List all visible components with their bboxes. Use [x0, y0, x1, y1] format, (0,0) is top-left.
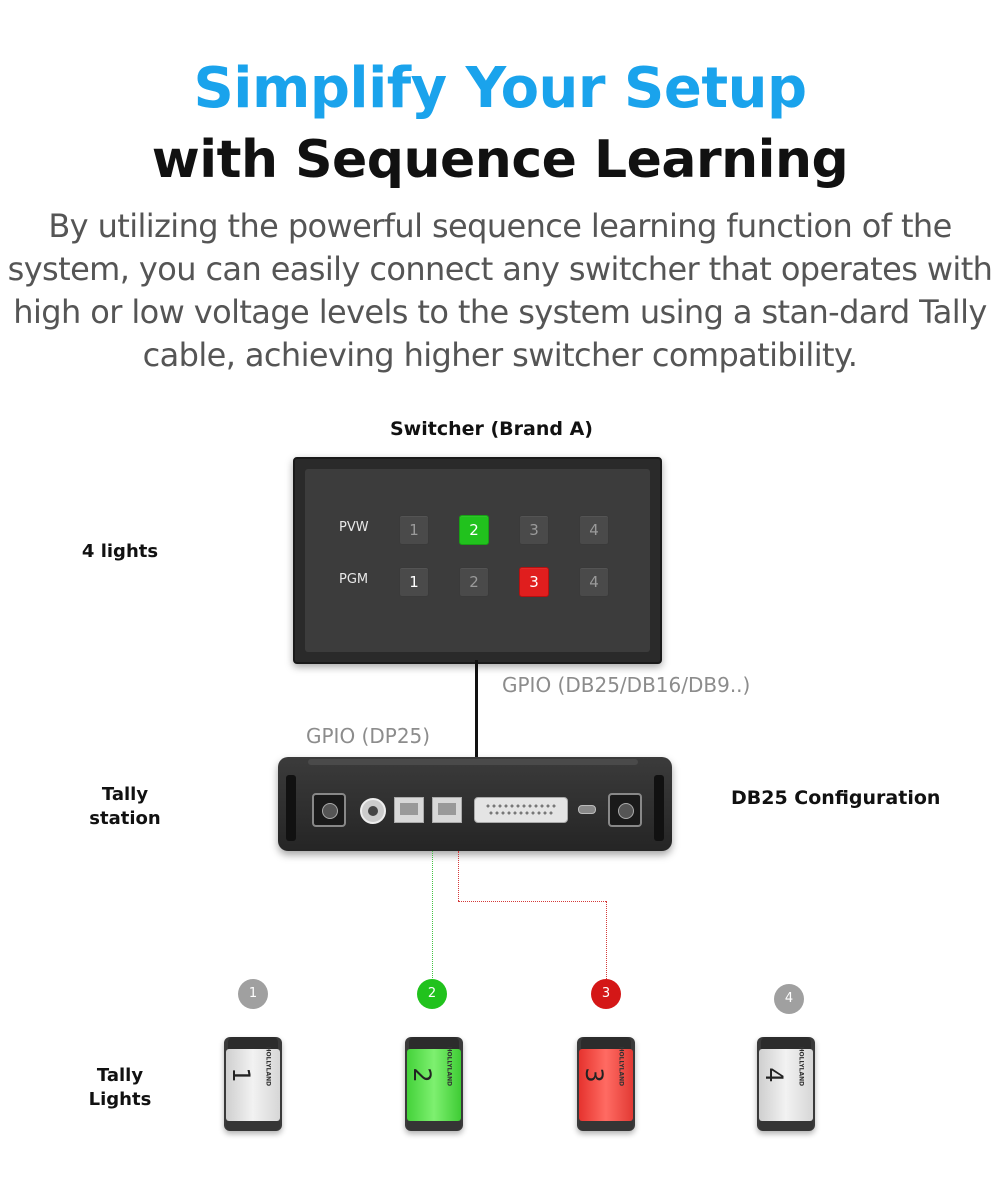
tally-brand-1: HOLLYLAND [264, 1046, 272, 1087]
title-line-2: with Sequence Learning [151, 130, 849, 190]
description: By utilizing the powerful sequence learn… [7, 207, 993, 374]
station-foot-right [654, 775, 664, 841]
badge-3: 3 [591, 979, 621, 1009]
switcher-label: Switcher (Brand A) [390, 418, 593, 440]
tally-lights-label: Tally Lights [88, 1065, 152, 1110]
tally-brand-4: HOLLYLAND [797, 1046, 805, 1087]
station-top-edge [308, 759, 638, 765]
pvw-key-3: 3 [519, 515, 549, 545]
switcher-screen: PVW PGM 1 2 3 4 1 2 3 4 [305, 469, 650, 652]
badge-2: 2 [417, 979, 447, 1009]
tally-number-2: 2 [408, 1067, 436, 1083]
title-line-1: Simplify Your Setup [193, 56, 807, 121]
badge-1: 1 [238, 979, 268, 1009]
gpio-switcher-label: GPIO (DB25/DB16/DB9..) [502, 673, 751, 697]
pgm-key-1: 1 [399, 567, 429, 597]
power-port-right [608, 793, 642, 827]
tally-station-device [278, 757, 672, 851]
rj45-port-2 [432, 797, 462, 823]
red-link-line-down [606, 901, 607, 981]
badge-4: 4 [774, 984, 804, 1014]
station-label: Tally station [89, 784, 161, 829]
gpio-cable [475, 660, 478, 758]
tally-brand-3: HOLLYLAND [617, 1046, 625, 1087]
green-link-line [432, 851, 433, 982]
usb-c-port [578, 805, 596, 814]
pvw-label: PVW [339, 520, 369, 535]
pgm-key-4: 4 [579, 567, 609, 597]
tally-light-2: 2 HOLLYLAND [405, 1037, 463, 1131]
tally-light-1: 1 HOLLYLAND [224, 1037, 282, 1131]
red-link-line-horizontal [458, 901, 606, 902]
pgm-key-3: 3 [519, 567, 549, 597]
tally-light-3: 3 HOLLYLAND [577, 1037, 635, 1131]
pvw-key-2: 2 [459, 515, 489, 545]
red-link-line-vertical [458, 851, 459, 901]
station-foot-left [286, 775, 296, 841]
tally-light-4: 4 HOLLYLAND [757, 1037, 815, 1131]
switcher-device: PVW PGM 1 2 3 4 1 2 3 4 [293, 457, 662, 664]
pvw-key-4: 4 [579, 515, 609, 545]
power-port-left [312, 793, 346, 827]
tally-number-1: 1 [227, 1067, 255, 1083]
round-port [360, 798, 386, 824]
db25-port [474, 797, 568, 823]
tally-number-3: 3 [580, 1067, 608, 1083]
tally-brand-2: HOLLYLAND [445, 1046, 453, 1087]
db25-config-label: DB25 Configuration [731, 787, 941, 809]
pgm-key-2: 2 [459, 567, 489, 597]
tally-number-4: 4 [760, 1067, 788, 1083]
pgm-label: PGM [339, 572, 369, 587]
gpio-station-label: GPIO (DP25) [306, 724, 431, 748]
pvw-key-1: 1 [399, 515, 429, 545]
rj45-port-1 [394, 797, 424, 823]
lights-label: 4 lights [81, 541, 159, 562]
